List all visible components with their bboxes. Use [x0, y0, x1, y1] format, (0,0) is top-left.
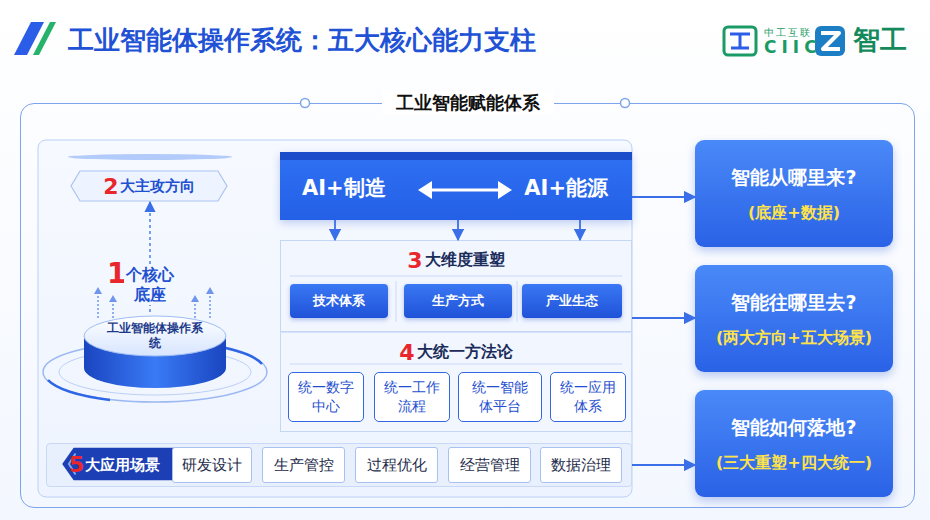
connector-arrow [632, 317, 695, 319]
section-title: 大统一方法论 [417, 342, 513, 363]
question-heading: 智能从哪里来? [731, 164, 856, 190]
blue-label: 生产方式 [432, 292, 484, 310]
blue-box: 技术体系 [290, 284, 388, 318]
blue-label: 产业生态 [546, 292, 598, 310]
connector-arrow [457, 220, 459, 240]
question-heading: 智能如何落地? [731, 414, 856, 440]
disk-box: 工业智能体操作系统 [80, 312, 230, 390]
sect-box: 4大统一方法论统一数字中心统一工作流程统一智能体平台统一应用体系 [280, 332, 632, 432]
logo-text: CIIC [764, 38, 822, 56]
header-mark [33, 22, 56, 55]
section-heading: 4大统一方法论 [281, 339, 631, 365]
logo-text: 智工 [853, 22, 907, 58]
double-arrow [418, 181, 512, 199]
blue-label: 技术体系 [313, 292, 365, 310]
band-box: AI+制造 AI+能源 [280, 152, 632, 220]
section-dividers [290, 276, 622, 364]
right-box: 智能如何落地? (三大重塑+四大统一) [695, 390, 893, 497]
bracket-dot [621, 99, 630, 108]
outline-box: 统一应用体系 [550, 372, 626, 422]
section-title: 大维度重塑 [425, 250, 505, 271]
outline-label: 统一应用体系 [560, 378, 616, 416]
direction-label: 大主攻方向 [120, 177, 195, 196]
callout-number: 4 [399, 340, 414, 365]
answer-note: (三大重塑+四大统一) [716, 452, 872, 474]
scene-box: 生产管控 [262, 447, 345, 483]
inner-panel [38, 140, 632, 497]
connector-arrow [579, 220, 581, 240]
outline-label: 统一工作流程 [384, 378, 440, 416]
answer-note: (两大方向+五大场景) [716, 327, 872, 349]
row-box: 5大应用场景 研发设计 生产管控 过程优化 经营管理 数据治理 [46, 443, 632, 487]
callout-number: 5 [69, 444, 84, 486]
blue-box: 生产方式 [404, 284, 512, 318]
direction-label: AI+制造 [302, 156, 386, 220]
section-heading: 3大维度重塑 [281, 247, 631, 273]
outline-box: 统一工作流程 [374, 372, 450, 422]
callout-number: 2 [103, 174, 118, 199]
scene-box: 研发设计 [172, 447, 252, 483]
core-label: 个核心 底座 [124, 265, 176, 305]
connector-arrow [334, 220, 336, 240]
platform-label: 工业智能体操作系统 [105, 321, 205, 351]
glow-line [68, 154, 232, 160]
callout-number: 3 [407, 248, 422, 273]
frame-heading: 工业智能赋能体系 [382, 91, 554, 115]
outline-label: 统一数字中心 [298, 378, 354, 416]
page-title: 工业智能体操作系统：五大核心能力支柱 [68, 22, 536, 58]
scene-label: 生产管控 [274, 456, 334, 475]
answer-note: (底座+数据) [748, 202, 840, 224]
scene-box: 经营管理 [448, 447, 531, 483]
logo-text: 中工互联 [764, 27, 812, 39]
connector-arrow [632, 196, 695, 198]
scene-box: 数据治理 [540, 447, 622, 483]
question-heading: 智能往哪里去? [731, 289, 856, 315]
callout-number: 1 [106, 258, 127, 290]
blue-box: 产业生态 [522, 284, 622, 318]
right-box: 智能从哪里来? (底座+数据) [695, 140, 893, 247]
connector-arrow [149, 202, 151, 312]
zhigong-logo-mark [815, 26, 845, 56]
scene-label: 研发设计 [182, 456, 242, 475]
scene-label: 过程优化 [367, 456, 427, 475]
outline-label: 统一智能体平台 [470, 378, 530, 416]
sect-box: 3大维度重塑技术体系 生产方式 产业生态 [280, 240, 632, 332]
bracket-dot [301, 99, 310, 108]
connector-arrow [632, 464, 695, 466]
outline-box: 统一智能体平台 [458, 372, 542, 422]
ciic-logo-mark [724, 27, 756, 55]
scene-box: 过程优化 [355, 447, 438, 483]
frame-box: 工业智能赋能体系2大主攻方向工业智能体操作系统AI+制造AI+能源3大维度重塑技… [20, 103, 915, 508]
scene-label: 经营管理 [460, 456, 520, 475]
outline-box: 统一数字中心 [288, 372, 364, 422]
hex-box: 2大主攻方向 [70, 170, 228, 202]
scene-label: 数据治理 [551, 456, 611, 475]
direction-label: AI+能源 [524, 156, 608, 220]
tag-label: 大应用场景 [85, 444, 160, 486]
right-box: 智能往哪里去? (两大方向+五大场景) [695, 265, 893, 372]
